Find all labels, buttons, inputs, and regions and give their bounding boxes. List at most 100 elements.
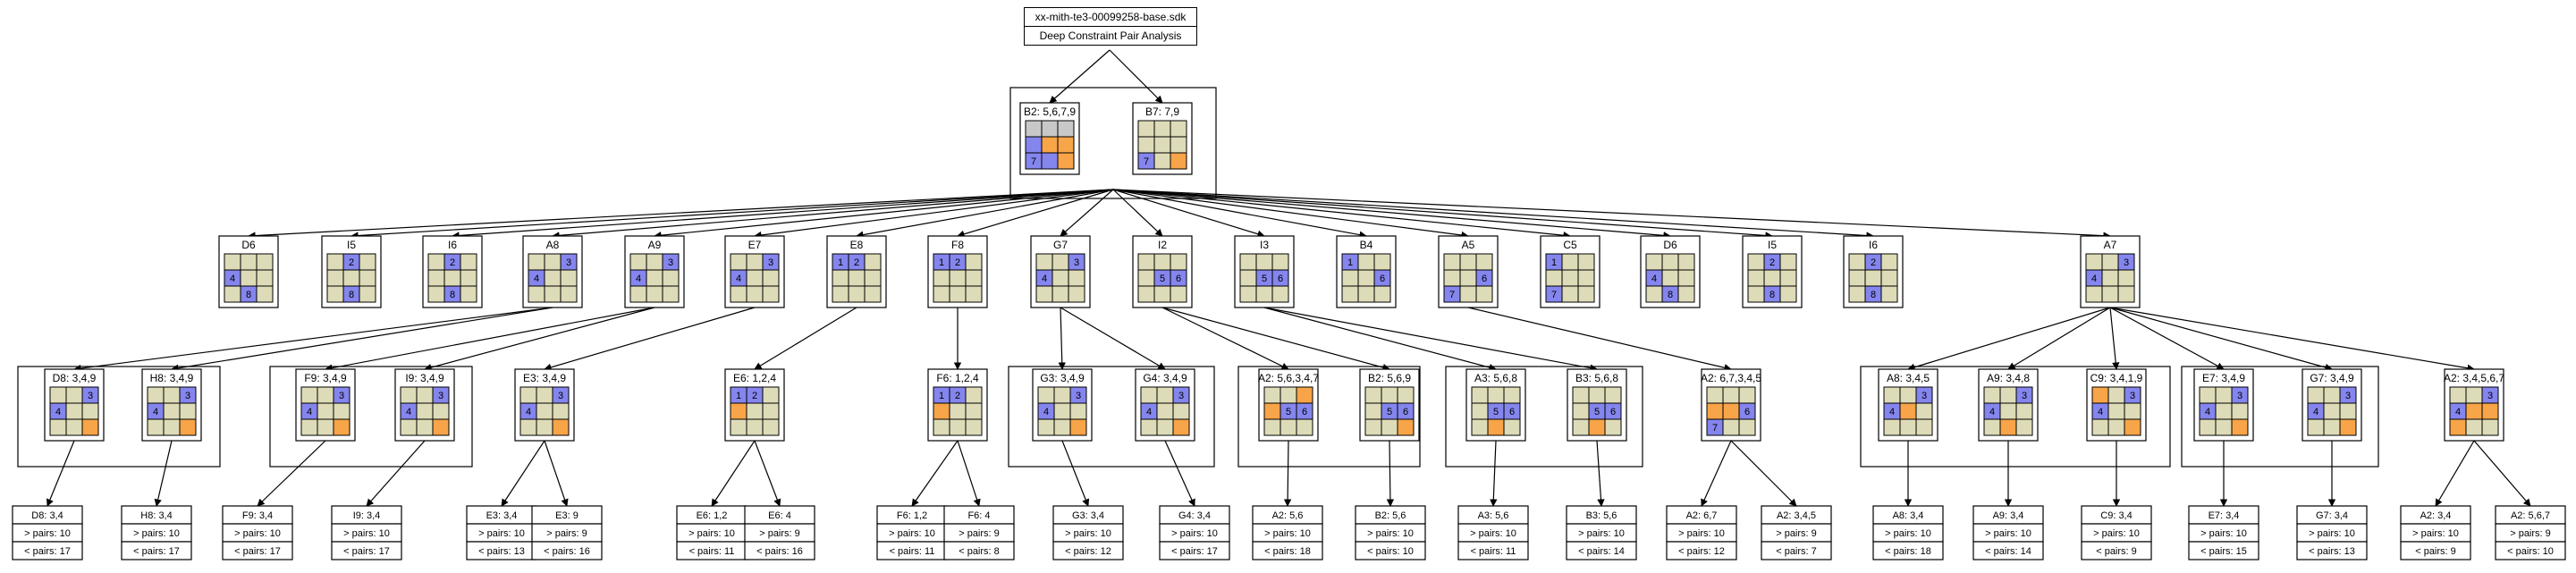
edge-arrow bbox=[1386, 440, 1395, 507]
leaf-node-6-row bbox=[531, 541, 603, 560]
grid-cell bbox=[342, 269, 360, 287]
grid-cell bbox=[730, 402, 747, 420]
cell-digit: 5 bbox=[1493, 407, 1499, 417]
grid-cell bbox=[560, 285, 578, 303]
cell-digit: 3 bbox=[2130, 391, 2135, 401]
grid-cell bbox=[1883, 386, 1901, 404]
grid-cell bbox=[746, 269, 764, 287]
grid-cell bbox=[2101, 285, 2119, 303]
grid-cell bbox=[1572, 418, 1590, 436]
level1-node-18-label: A7 bbox=[2104, 239, 2117, 251]
leaf-node-22: E7: 3,4> pairs: 10< pairs: 15 bbox=[2188, 505, 2259, 560]
grid-cell bbox=[460, 253, 477, 271]
grid-cell bbox=[240, 269, 258, 287]
grid-cell bbox=[949, 269, 967, 287]
level1-node-2-label: I5 bbox=[347, 239, 356, 251]
grid-cell bbox=[1572, 402, 1590, 420]
leaf-node-18-label: A2: 3,4,5 bbox=[1777, 510, 1816, 521]
leaf-node-13-row bbox=[1252, 541, 1323, 560]
grid-cell bbox=[965, 418, 983, 436]
grid-cell bbox=[1459, 269, 1477, 287]
grid-cell bbox=[1983, 418, 2001, 436]
grid-cell bbox=[1915, 418, 1933, 436]
leaf-node-15-label: A3: 5,6 bbox=[1478, 510, 1509, 521]
grid-cell bbox=[1057, 136, 1075, 154]
cell-digit: 7 bbox=[1551, 290, 1557, 300]
grid-cell bbox=[1052, 269, 1069, 287]
cell-digit: 1 bbox=[838, 257, 843, 268]
cell-digit: 4 bbox=[153, 407, 158, 417]
leaf-node-21-pairs-lt: < pairs: 9 bbox=[2096, 546, 2137, 557]
cluster-box bbox=[269, 366, 473, 468]
grid-cell bbox=[1604, 386, 1622, 404]
leaf-node-4-row bbox=[331, 541, 402, 560]
grid-cell bbox=[1271, 285, 1289, 303]
edge-arrow bbox=[2109, 307, 2225, 370]
leaf-node-24-pairs-gt: > pairs: 10 bbox=[2412, 528, 2459, 539]
level2-node-1-label: D8: 3,4,9 bbox=[53, 372, 97, 384]
level2-node-14-label: A2: 6,7,3,4,5 bbox=[1701, 372, 1761, 384]
grid-cell bbox=[2085, 285, 2103, 303]
grid-cell bbox=[2015, 402, 2033, 420]
leaf-node-19-label: A8: 3,4 bbox=[1893, 510, 1924, 521]
leaf-node-24-label: A2: 3,4 bbox=[2420, 510, 2452, 521]
grid-cell bbox=[1443, 253, 1461, 271]
cell-digit: 4 bbox=[307, 407, 312, 417]
leaf-node-10: F6: 4> pairs: 9< pairs: 8 bbox=[943, 505, 1015, 560]
grid-cell bbox=[662, 285, 680, 303]
cell-digit: 4 bbox=[736, 274, 741, 284]
leaf-node-21-row bbox=[2081, 541, 2152, 560]
grid-cell bbox=[1883, 418, 1901, 436]
edge-arrow bbox=[1112, 189, 1671, 240]
leaf-node-16-row bbox=[1566, 541, 1637, 560]
grid-cell bbox=[1041, 152, 1059, 170]
grid-cell bbox=[179, 418, 197, 436]
leaf-node-2-pairs-lt: < pairs: 17 bbox=[133, 546, 180, 557]
grid-cell bbox=[400, 386, 418, 404]
cell-digit: 3 bbox=[668, 257, 673, 268]
grid-cell bbox=[224, 253, 241, 271]
cluster-box bbox=[1860, 366, 2171, 468]
cell-digit: 4 bbox=[2098, 407, 2103, 417]
grid-cell bbox=[1880, 285, 1898, 303]
leaf-node-12-pairs-lt: < pairs: 17 bbox=[1171, 546, 1218, 557]
edge-arrow bbox=[1112, 189, 1265, 238]
grid-cell bbox=[933, 418, 950, 436]
grid-cell bbox=[1341, 269, 1359, 287]
grid-cell bbox=[1170, 136, 1187, 154]
grid-cell bbox=[832, 269, 849, 287]
leaf-node-15-row bbox=[1457, 541, 1529, 560]
grid-cell bbox=[864, 253, 882, 271]
leaf-node-12-row bbox=[1159, 541, 1230, 560]
cell-digit: 3 bbox=[1178, 391, 1184, 401]
leaf-node-13-label: A2: 5,6 bbox=[1272, 510, 1304, 521]
level2-node-6-label: E6: 1,2,4 bbox=[733, 372, 776, 384]
cell-digit: 4 bbox=[1146, 407, 1152, 417]
grid-cell bbox=[1661, 253, 1679, 271]
top-node-1-label: B2: 5,6,7,9 bbox=[1024, 105, 1076, 118]
leaf-node-13: A2: 5,6> pairs: 10< pairs: 18 bbox=[1252, 505, 1323, 560]
leaf-node-21-pairs-gt: > pairs: 10 bbox=[2093, 528, 2140, 539]
level1-node-11-label: I3 bbox=[1260, 239, 1269, 251]
grid-cell bbox=[256, 269, 274, 287]
edge-arrow bbox=[544, 307, 756, 371]
grid-cell bbox=[949, 402, 967, 420]
cell-digit: 8 bbox=[1871, 290, 1876, 300]
grid-cell bbox=[1373, 253, 1391, 271]
grid-cell bbox=[1271, 253, 1289, 271]
cell-digit: 7 bbox=[1031, 156, 1036, 167]
cell-digit: 4 bbox=[2313, 407, 2318, 417]
cell-digit: 1 bbox=[1347, 257, 1353, 268]
leaf-node-2-pairs-gt: > pairs: 10 bbox=[133, 528, 180, 539]
grid-cell bbox=[1170, 120, 1187, 138]
leaf-node-17: A2: 6,7> pairs: 10< pairs: 12 bbox=[1666, 505, 1737, 560]
grid-cell bbox=[1172, 418, 1190, 436]
grid-cell bbox=[1848, 285, 1866, 303]
cluster-box bbox=[2181, 366, 2379, 468]
grid-cell bbox=[519, 386, 537, 404]
edge-arrow bbox=[1701, 440, 1732, 507]
